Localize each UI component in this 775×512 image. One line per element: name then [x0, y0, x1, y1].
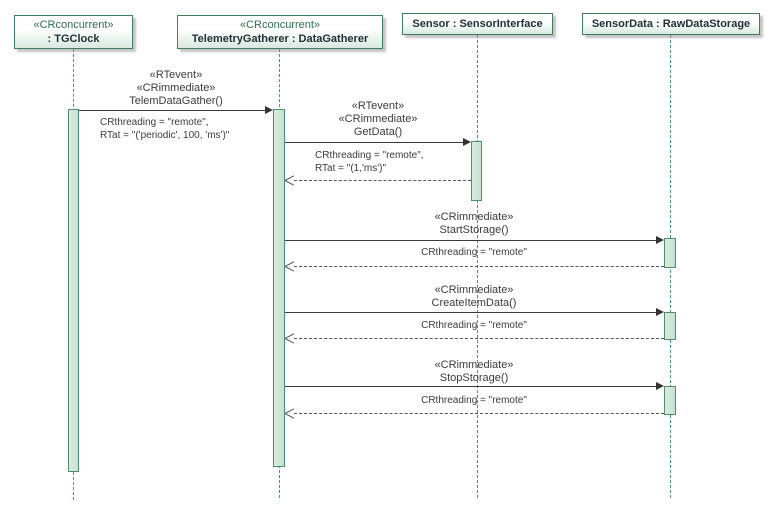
return-line	[294, 180, 471, 181]
object-box-tgclock[interactable]: «CRconcurrent» : TGClock	[14, 15, 133, 49]
message-name: StopStorage()	[439, 372, 509, 384]
constraint-line: CRthreading = "remote"	[421, 395, 527, 406]
message-name: CreateItemData()	[431, 297, 517, 309]
message-labels-getdata: «RTevent» «CRimmediate» GetData()	[258, 100, 498, 139]
message-stereotype: «CRimmediate»	[136, 82, 216, 94]
filled-arrowhead-icon	[656, 236, 664, 244]
activation-telemetrygatherer[interactable]	[273, 109, 285, 467]
message-labels-createitemdata: «CRimmediate» CreateItemData()	[354, 284, 594, 310]
constraint-line: CRthreading = "remote",	[315, 150, 424, 161]
message-stereotype: «RTevent»	[351, 100, 405, 112]
open-arrowhead-icon	[284, 338, 295, 344]
activation-sensordata-startstorage[interactable]	[664, 238, 676, 268]
activation-sensor[interactable]	[471, 141, 482, 201]
open-arrowhead-icon	[284, 413, 295, 419]
arrow-line	[79, 110, 266, 111]
return-line	[294, 266, 664, 267]
message-constraints-stopstorage: CRthreading = "remote"	[354, 394, 594, 407]
object-box-telemetrygatherer[interactable]: «CRconcurrent» TelemetryGatherer : DataG…	[177, 15, 383, 49]
arrow-line	[285, 312, 657, 313]
message-constraints-createitemdata: CRthreading = "remote"	[354, 319, 594, 332]
object-name: : TGClock	[47, 32, 100, 45]
arrow-line	[285, 142, 464, 143]
message-stereotype: «CRimmediate»	[338, 113, 418, 125]
arrow-line	[285, 240, 657, 241]
activation-sensordata-createitemdata[interactable]	[664, 312, 676, 340]
object-stereotype: «CRconcurrent»	[33, 18, 114, 31]
object-box-sensor[interactable]: Sensor : SensorInterface	[402, 13, 553, 35]
object-stereotype: «CRconcurrent»	[239, 18, 321, 31]
message-stereotype: «CRimmediate»	[434, 359, 514, 371]
constraint-line: CRthreading = "remote"	[421, 320, 527, 331]
constraint-line: CRthreading = "remote"	[421, 247, 527, 258]
open-arrowhead-icon	[284, 180, 295, 186]
message-labels-telemdatagather: «RTevent» «CRimmediate» TelemDataGather(…	[56, 69, 296, 108]
object-name: Sensor : SensorInterface	[412, 18, 543, 30]
filled-arrowhead-icon	[656, 382, 664, 390]
message-name: GetData()	[353, 126, 403, 138]
message-labels-startstorage: «CRimmediate» StartStorage()	[354, 211, 594, 237]
return-line	[294, 338, 664, 339]
message-labels-stopstorage: «CRimmediate» StopStorage()	[354, 359, 594, 385]
constraint-line: RTat = "('periodic', 100, 'ms')"	[100, 130, 230, 141]
message-name: StartStorage()	[439, 224, 509, 236]
constraint-line: RTat = "(1,'ms')"	[315, 163, 387, 174]
filled-arrowhead-icon	[463, 138, 471, 146]
message-stereotype: «CRimmediate»	[434, 211, 514, 223]
message-name: TelemDataGather()	[129, 95, 223, 107]
activation-tgclock[interactable]	[68, 109, 79, 472]
open-arrowhead-icon	[284, 266, 295, 272]
message-constraints-telemdatagather: CRthreading = "remote", RTat = "('period…	[100, 116, 229, 142]
object-box-sensordata[interactable]: SensorData : RawDataStorage	[582, 13, 760, 35]
constraint-line: CRthreading = "remote",	[100, 117, 209, 128]
message-constraints-startstorage: CRthreading = "remote"	[354, 246, 594, 259]
object-name: TelemetryGatherer : DataGatherer	[191, 32, 369, 45]
return-line	[294, 413, 664, 414]
message-stereotype: «RTevent»	[149, 69, 203, 81]
message-constraints-getdata: CRthreading = "remote", RTat = "(1,'ms')…	[315, 149, 424, 175]
arrow-line	[285, 386, 657, 387]
message-stereotype: «CRimmediate»	[434, 284, 514, 296]
filled-arrowhead-icon	[656, 308, 664, 316]
filled-arrowhead-icon	[265, 106, 273, 114]
object-name: SensorData : RawDataStorage	[591, 18, 751, 30]
activation-sensordata-stopstorage[interactable]	[664, 386, 676, 415]
